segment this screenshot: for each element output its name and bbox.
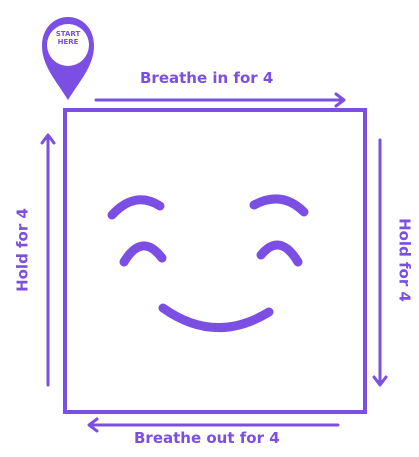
left-eyebrow	[107, 195, 165, 220]
arrow-left-icon	[87, 417, 340, 433]
hold-left-label: Hold for 4	[13, 208, 32, 292]
smile-mouth	[158, 303, 274, 333]
breathe-in-label: Breathe in for 4	[140, 69, 274, 87]
left-eye	[119, 241, 167, 267]
smiling-face-icon	[107, 194, 309, 333]
start-here-label: START HERE	[48, 30, 88, 46]
start-here-line2: HERE	[57, 38, 79, 46]
arrow-down-icon	[372, 138, 388, 387]
breathing-square	[63, 108, 367, 414]
right-eye	[256, 240, 303, 267]
right-eyebrow	[249, 194, 309, 217]
breathe-out-label: Breathe out for 4	[134, 429, 280, 447]
arrow-right-icon	[94, 92, 346, 108]
start-here-line1: START	[55, 30, 81, 38]
arrow-up-icon	[40, 133, 56, 387]
location-pin-icon	[42, 17, 94, 100]
hold-right-label: Hold for 4	[395, 218, 414, 302]
